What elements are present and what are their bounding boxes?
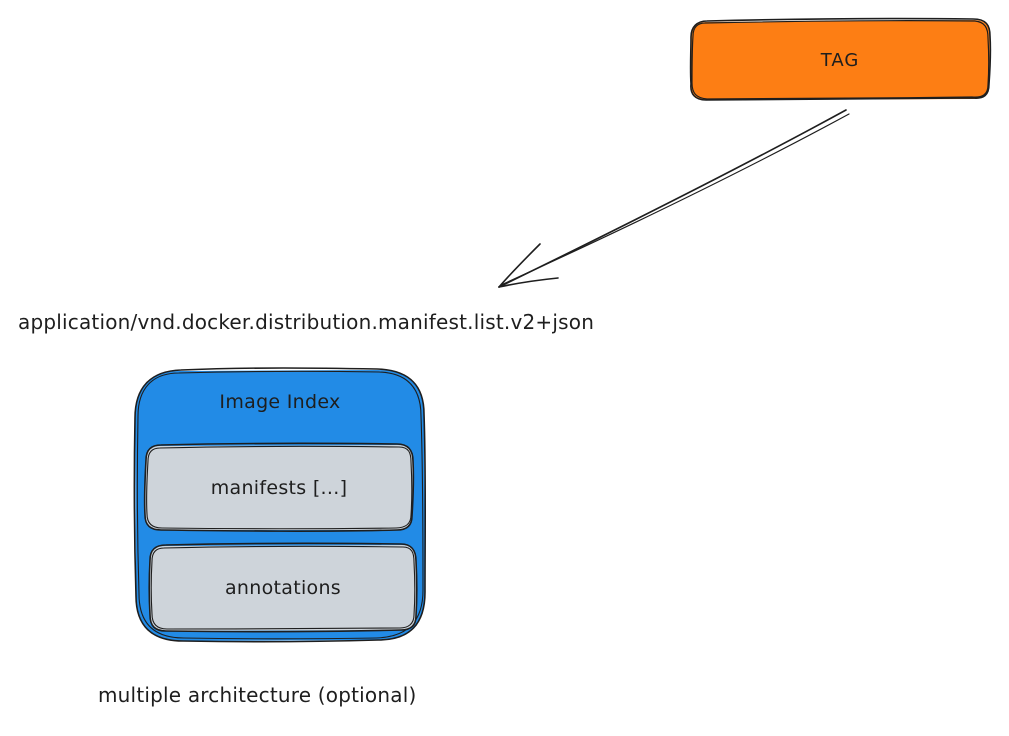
annotations-stroke-b bbox=[150, 545, 416, 630]
manifests-stroke-a bbox=[143, 442, 415, 532]
tag-label: TAG bbox=[820, 49, 860, 71]
arrow-shaft-b bbox=[500, 113, 850, 286]
tag-box[interactable] bbox=[689, 17, 992, 101]
manifests-stroke-b bbox=[146, 445, 413, 530]
caption-text: multiple architecture (optional) bbox=[98, 683, 417, 707]
tag-box-fill bbox=[691, 20, 990, 100]
manifests-field-label: manifests [...] bbox=[210, 477, 348, 499]
arrow-head-upper bbox=[498, 243, 541, 288]
image-index-title: Image Index bbox=[219, 391, 341, 413]
annotations-field[interactable] bbox=[148, 542, 418, 633]
manifests-fill bbox=[145, 445, 413, 530]
annotations-stroke-a bbox=[148, 542, 418, 633]
tag-to-index-arrow[interactable] bbox=[498, 109, 850, 288]
image-index-stroke-a bbox=[133, 367, 427, 643]
tag-box-stroke-b bbox=[691, 20, 990, 100]
annotations-field-label: annotations bbox=[224, 577, 342, 599]
image-index-stroke-b bbox=[136, 370, 424, 640]
media-type-label: application/vnd.docker.distribution.mani… bbox=[18, 310, 595, 334]
tag-box-stroke-a bbox=[689, 17, 992, 101]
manifests-field[interactable] bbox=[143, 442, 415, 532]
arrow-head-lower bbox=[498, 277, 559, 288]
arrow-shaft-a bbox=[498, 109, 847, 288]
annotations-fill bbox=[150, 545, 416, 631]
